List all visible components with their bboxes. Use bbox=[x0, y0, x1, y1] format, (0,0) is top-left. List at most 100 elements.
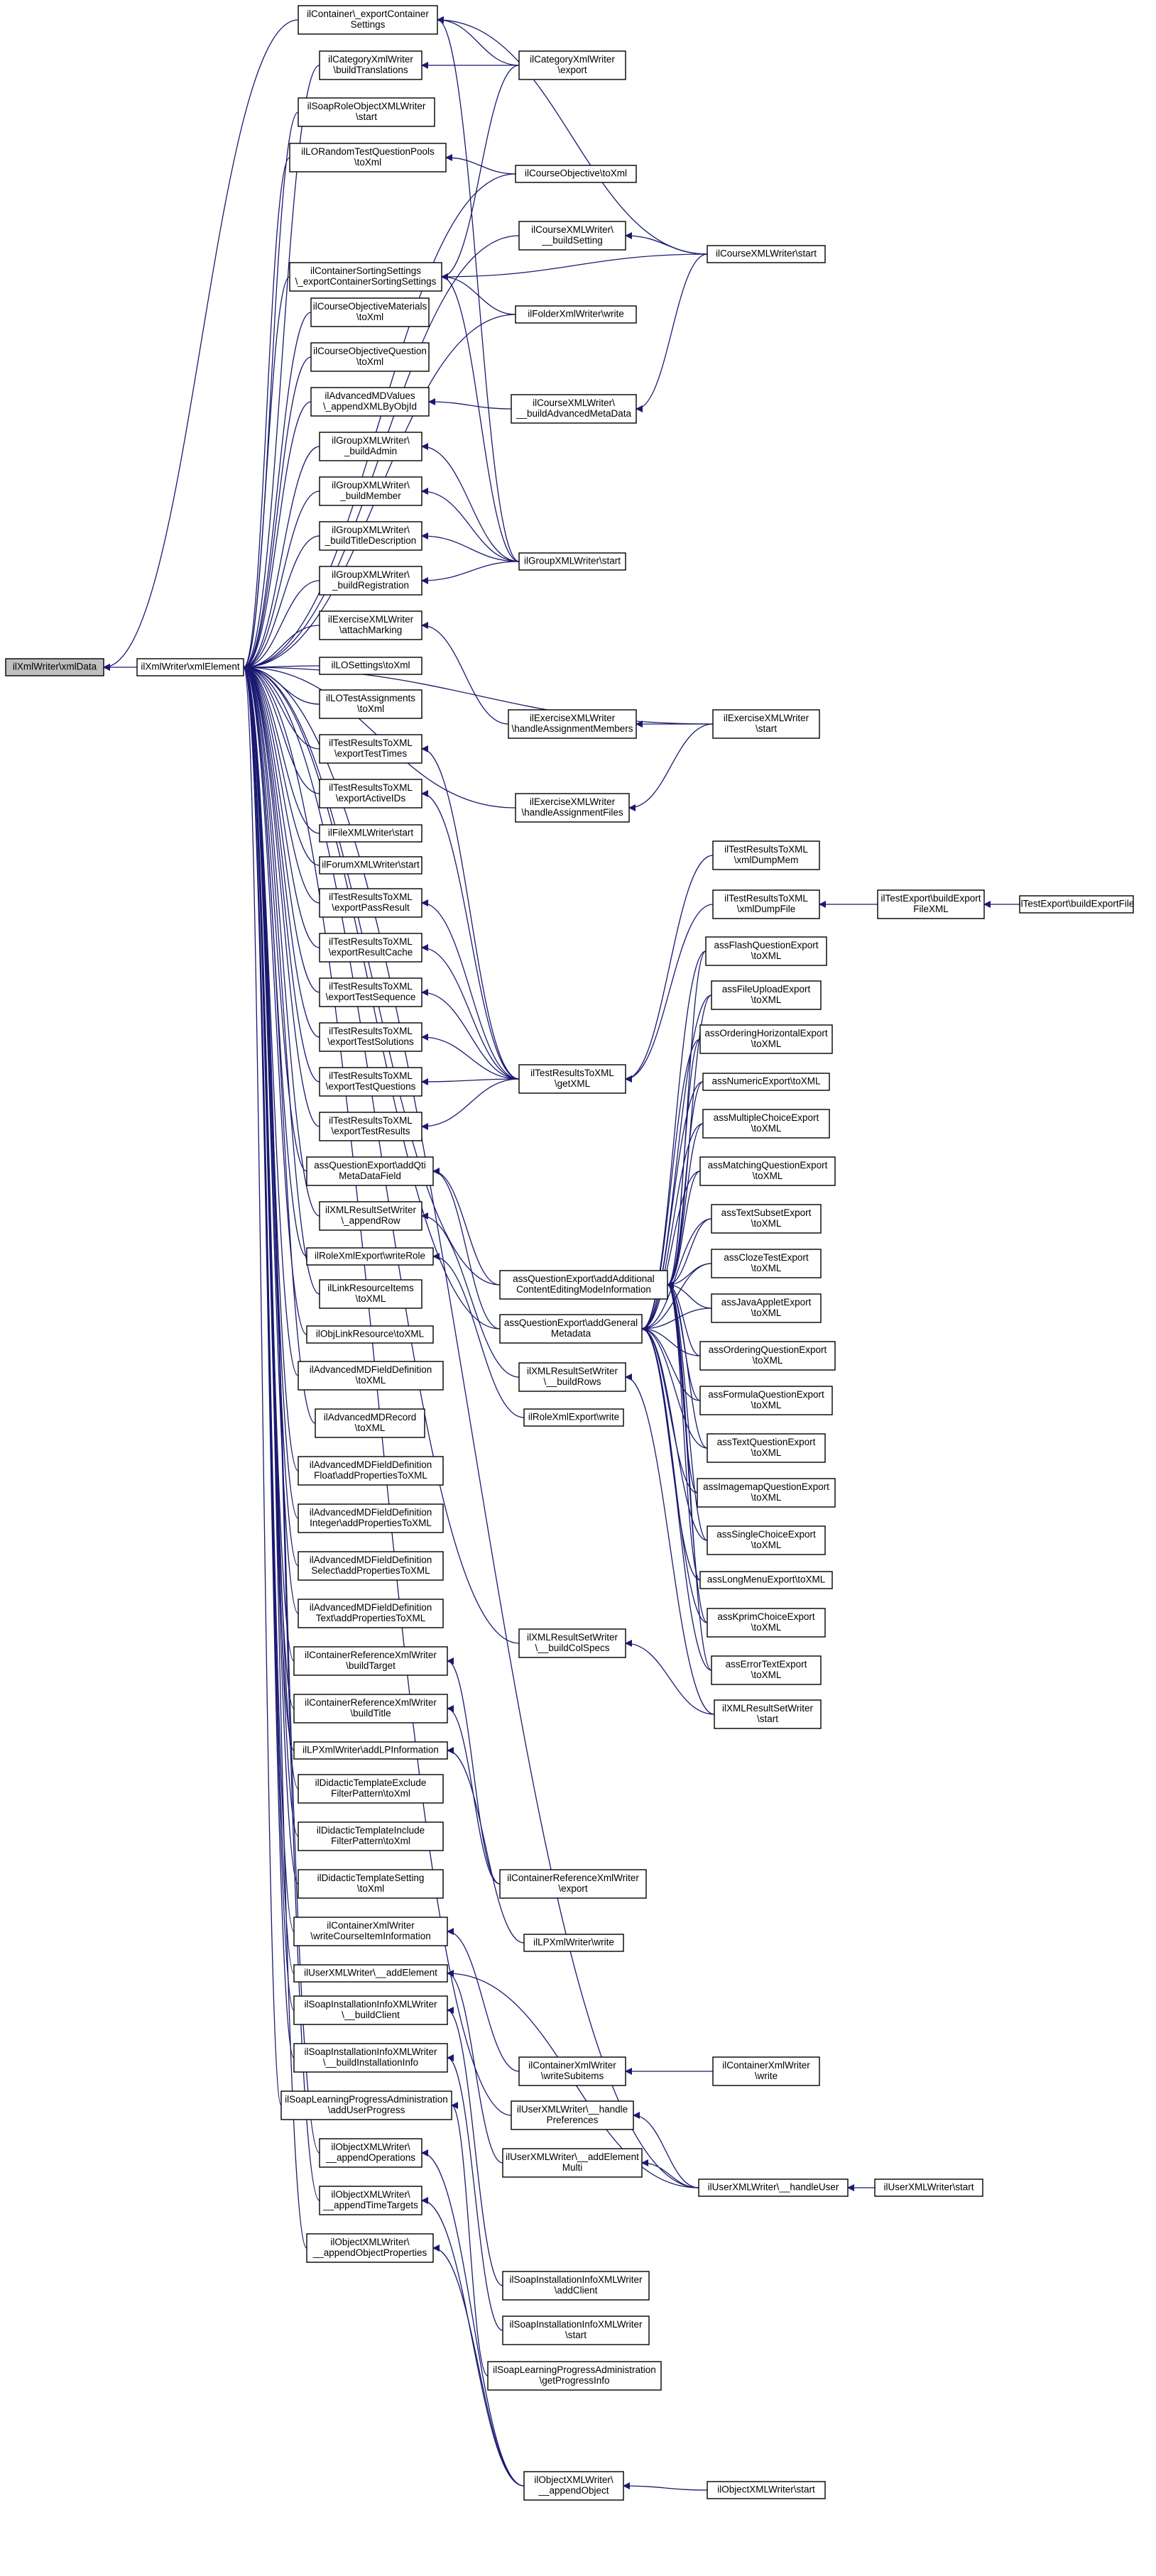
node-ilcategoryxmlwriter-export[interactable]: ilCategoryXmlWriter\export bbox=[518, 50, 626, 80]
node-ildidactictemplateexcludefilterpattern-toxml[interactable]: ilDidacticTemplateExcludeFilterPattern\t… bbox=[298, 1774, 444, 1804]
node-iltestresultstoxml-xmldumpfile[interactable]: ilTestResultsToXML\xmlDumpFile bbox=[712, 889, 820, 919]
node-ilfilexmlwriter-start[interactable]: ilFileXMLWriter\start bbox=[319, 824, 422, 843]
node-ilsoaplearningprogressadministration-adduserprogress[interactable]: ilSoapLearningProgressAdministration\add… bbox=[280, 2090, 452, 2120]
node-assmultiplechoiceexport-toxml[interactable]: assMultipleChoiceExport\toXML bbox=[702, 1109, 830, 1139]
node-illosettings-toxml[interactable]: ilLOSettings\toXml bbox=[319, 657, 422, 675]
node-assjavaappletexport-toxml[interactable]: assJavaAppletExport\toXML bbox=[711, 1293, 822, 1323]
node-assclozetestexport-toxml[interactable]: assClozeTestExport\toXML bbox=[711, 1249, 822, 1278]
node-ilgroupxmlwriter-buildmember[interactable]: ilGroupXMLWriter\_buildMember bbox=[319, 476, 422, 506]
node-ilgroupxmlwriter-buildtitledescription[interactable]: ilGroupXMLWriter\_buildTitleDescription bbox=[319, 521, 422, 551]
node-iladvancedmdfielddefinitiontext-addpropertiestoxml[interactable]: ilAdvancedMDFieldDefinitionText\addPrope… bbox=[298, 1599, 444, 1628]
node-ilcoursexmlwriter-start[interactable]: ilCourseXMLWriter\start bbox=[707, 245, 826, 263]
node-iladvancedmdvalues-appendxmlbyobjid[interactable]: ilAdvancedMDValues\_appendXMLByObjId bbox=[310, 387, 430, 417]
node-ilsoaplearningprogressadministration-getprogressinfo[interactable]: ilSoapLearningProgressAdministration\get… bbox=[487, 2361, 662, 2391]
node-iltestresultstoxml-exportpassresult[interactable]: ilTestResultsToXML\exportPassResult bbox=[319, 888, 422, 918]
node-ilexercisexmlwriter-handleassignmentfiles[interactable]: ilExerciseXMLWriter\handleAssignmentFile… bbox=[515, 793, 630, 823]
node-ilxmlresultsetwriter-buildcolspecs[interactable]: ilXMLResultSetWriter\__buildColSpecs bbox=[518, 1628, 626, 1658]
node-ilxmlresultsetwriter-buildrows[interactable]: ilXMLResultSetWriter\__buildRows bbox=[518, 1362, 626, 1392]
node-iladvancedmdfielddefinition-toxml[interactable]: ilAdvancedMDFieldDefinition\toXML bbox=[298, 1361, 444, 1391]
node-ilxmlresultsetwriter-start[interactable]: ilXMLResultSetWriter\start bbox=[714, 1699, 822, 1729]
node-ilcontainerreferencexmlwriter-buildtitle[interactable]: ilContainerReferenceXmlWriter\buildTitle bbox=[293, 1694, 448, 1723]
node-asslongmenuexport-toxml[interactable]: assLongMenuExport\toXML bbox=[699, 1571, 833, 1589]
node-iltestexport-buildexportfile[interactable]: ilTestExport\buildExportFile bbox=[1019, 895, 1135, 914]
node-ilfolderxmlwriter-write[interactable]: ilFolderXmlWriter\write bbox=[515, 305, 637, 324]
node-assorderinghorizontalexport-toxml[interactable]: assOrderingHorizontalExport\toXML bbox=[699, 1024, 833, 1054]
node-ilexercisexmlwriter-handleassignmentmembers[interactable]: ilExerciseXMLWriter\handleAssignmentMemb… bbox=[508, 709, 637, 739]
node-iltestresultstoxml-getxml[interactable]: ilTestResultsToXML\getXML bbox=[518, 1064, 626, 1094]
node-illinkresourceitems-toxml[interactable]: ilLinkResourceItems\toXML bbox=[319, 1279, 422, 1309]
node-ilrolexmlexport-writerole[interactable]: ilRoleXmlExport\writeRole bbox=[306, 1247, 434, 1266]
node-ilsoaproleobjectxmlwriter-start[interactable]: ilSoapRoleObjectXMLWriter\start bbox=[298, 97, 435, 127]
node-ilgroupxmlwriter-buildadmin[interactable]: ilGroupXMLWriter\_buildAdmin bbox=[319, 432, 422, 461]
node-ilobjectxmlwriter-appendobject[interactable]: ilObjectXMLWriter\__appendObject bbox=[523, 2471, 624, 2501]
node-ilforumxmlwriter-start[interactable]: ilForumXMLWriter\start bbox=[319, 856, 422, 875]
node-ilsoapinstallationinfoxmlwriter-buildinstallationinfo[interactable]: ilSoapInstallationInfoXMLWriter\__buildI… bbox=[293, 2043, 448, 2073]
node-iltestresultstoxml-exportactiveids[interactable]: ilTestResultsToXML\exportActiveIDs bbox=[319, 779, 422, 809]
node-illorandomtestquestionpools-toxml[interactable]: ilLORandomTestQuestionPools\toXml bbox=[289, 143, 447, 172]
node-illpxmlwriter-write[interactable]: ilLPXmlWriter\write bbox=[523, 1934, 624, 1952]
node-assflashquestionexport-toxml[interactable]: assFlashQuestionExport\toXML bbox=[705, 936, 827, 966]
node-ilxmlresultsetwriter-appendrow[interactable]: ilXMLResultSetWriter\_appendRow bbox=[319, 1201, 422, 1231]
node-ilxmlwriter-xmldata[interactable]: ilXmlWriter\xmlData bbox=[5, 658, 104, 676]
node-asserrortextexport-toxml[interactable]: assErrorTextExport\toXML bbox=[711, 1655, 822, 1685]
node-ilsoapinstallationinfoxmlwriter-addclient[interactable]: ilSoapInstallationInfoXMLWriter\addClien… bbox=[502, 2271, 650, 2301]
node-ilcontainerreferencexmlwriter-export[interactable]: ilContainerReferenceXmlWriter\export bbox=[499, 1869, 647, 1899]
node-iltestresultstoxml-exporttesttimes[interactable]: ilTestResultsToXML\exportTestTimes bbox=[319, 734, 422, 764]
node-ilgroupxmlwriter-start[interactable]: ilGroupXMLWriter\start bbox=[518, 552, 626, 571]
node-ilexercisexmlwriter-attachmarking[interactable]: ilExerciseXMLWriter\attachMarking bbox=[319, 610, 422, 640]
node-ilcourseobjectivematerials-toxml[interactable]: ilCourseObjectiveMaterials\toXml bbox=[310, 297, 430, 327]
node-ilcourseobjectivequestion-toxml[interactable]: ilCourseObjectiveQuestion\toXml bbox=[310, 342, 430, 372]
node-ilcategoryxmlwriter-buildtranslations[interactable]: ilCategoryXmlWriter\buildTranslations bbox=[319, 50, 422, 80]
node-ilgroupxmlwriter-buildregistration[interactable]: ilGroupXMLWriter\_buildRegistration bbox=[319, 566, 422, 596]
node-ilcontainersortingsettings-exportcontainersortingsettings[interactable]: ilContainerSortingSettings\_exportContai… bbox=[289, 262, 442, 292]
node-iltestresultstoxml-exportresultcache[interactable]: ilTestResultsToXML\exportResultCache bbox=[319, 933, 422, 963]
node-ilobjectxmlwriter-appendobjectproperties[interactable]: ilObjectXMLWriter\__appendObjectProperti… bbox=[306, 2233, 434, 2263]
node-assquestionexport-addadditionalcontenteditingmodeinformation[interactable]: assQuestionExport\addAdditionalContentEd… bbox=[499, 1270, 668, 1300]
node-ildidactictemplatesetting-toxml[interactable]: ilDidacticTemplateSetting\toXml bbox=[298, 1869, 444, 1899]
node-iladvancedmdrecord-toxml[interactable]: ilAdvancedMDRecord\toXML bbox=[315, 1408, 425, 1438]
node-assnumericexport-toxml[interactable]: assNumericExport\toXML bbox=[702, 1073, 830, 1091]
node-ilsoapinstallationinfoxmlwriter-buildclient[interactable]: ilSoapInstallationInfoXMLWriter\__buildC… bbox=[293, 1995, 448, 2025]
node-asssinglechoiceexport-toxml[interactable]: assSingleChoiceExport\toXML bbox=[707, 1525, 826, 1555]
node-iltestresultstoxml-xmldumpmem[interactable]: ilTestResultsToXML\xmlDumpMem bbox=[712, 840, 820, 870]
node-ilsoapinstallationinfoxmlwriter-start[interactable]: ilSoapInstallationInfoXMLWriter\start bbox=[502, 2315, 650, 2345]
node-iltestresultstoxml-exporttestsolutions[interactable]: ilTestResultsToXML\exportTestSolutions bbox=[319, 1022, 422, 1052]
node-iluserxmlwriter-handleuser[interactable]: ilUserXMLWriter\__handleUser bbox=[698, 2178, 849, 2197]
node-ilcontainerxmlwriter-write[interactable]: ilContainerXmlWriter\write bbox=[712, 2056, 820, 2086]
node-iladvancedmdfielddefinitionfloat-addpropertiestoxml[interactable]: ilAdvancedMDFieldDefinitionFloat\addProp… bbox=[298, 1456, 444, 1486]
node-iluserxmlwriter-addelement[interactable]: ilUserXMLWriter\__addElement bbox=[293, 1964, 448, 1983]
node-illpxmlwriter-addlpinformation[interactable]: ilLPXmlWriter\addLPInformation bbox=[293, 1741, 448, 1760]
node-assorderingquestionexport-toxml[interactable]: assOrderingQuestionExport\toXML bbox=[699, 1341, 836, 1371]
node-ilobjectxmlwriter-appendtimetargets[interactable]: ilObjectXMLWriter\__appendTimeTargets bbox=[319, 2186, 422, 2215]
node-ilcontainerreferencexmlwriter-buildtarget[interactable]: ilContainerReferenceXmlWriter\buildTarge… bbox=[293, 1646, 448, 1676]
node-assformulaquestionexport-toxml[interactable]: assFormulaQuestionExport\toXML bbox=[699, 1386, 833, 1415]
node-ilobjectxmlwriter-appendoperations[interactable]: ilObjectXMLWriter\__appendOperations bbox=[319, 2138, 422, 2168]
node-ilexercisexmlwriter-start[interactable]: ilExerciseXMLWriter\start bbox=[712, 709, 820, 739]
node-iltestresultstoxml-exporttestresults[interactable]: ilTestResultsToXML\exportTestResults bbox=[319, 1112, 422, 1141]
node-assfileuploadexport-toxml[interactable]: assFileUploadExport\toXML bbox=[711, 980, 822, 1010]
node-ilobjlinkresource-toxml[interactable]: ilObjLinkResource\toXML bbox=[306, 1325, 434, 1344]
node-ilxmlwriter-xmlelement[interactable]: ilXmlWriter\xmlElement bbox=[136, 658, 244, 676]
node-illotestassignments-toxml[interactable]: ilLOTestAssignments\toXml bbox=[319, 689, 422, 719]
node-iltestresultstoxml-exporttestsequence[interactable]: ilTestResultsToXML\exportTestSequence bbox=[319, 977, 422, 1007]
node-assmatchingquestionexport-toxml[interactable]: assMatchingQuestionExport\toXML bbox=[699, 1156, 836, 1186]
node-ildidactictemplateincludefilterpattern-toxml[interactable]: ilDidacticTemplateIncludeFilterPattern\t… bbox=[298, 1821, 444, 1851]
node-asskprimchoiceexport-toxml[interactable]: assKprimChoiceExport\toXML bbox=[707, 1608, 826, 1638]
node-ilcontainerxmlwriter-writecourseiteminformation[interactable]: ilContainerXmlWriter\writeCourseItemInfo… bbox=[293, 1917, 448, 1946]
node-iluserxmlwriter-start[interactable]: ilUserXMLWriter\start bbox=[874, 2178, 983, 2197]
node-ilobjectxmlwriter-start[interactable]: ilObjectXMLWriter\start bbox=[707, 2481, 826, 2499]
node-asstextsubsetexport-toxml[interactable]: assTextSubsetExport\toXML bbox=[711, 1204, 822, 1234]
node-iltestresultstoxml-exporttestquestions[interactable]: ilTestResultsToXML\exportTestQuestions bbox=[319, 1067, 422, 1097]
node-assimagemapquestionexport-toxml[interactable]: assImagemapQuestionExport\toXML bbox=[697, 1478, 836, 1508]
node-ilcoursexmlwriter-buildadvancedmetadata[interactable]: ilCourseXMLWriter\__buildAdvancedMetaDat… bbox=[511, 394, 637, 424]
node-asstextquestionexport-toxml[interactable]: assTextQuestionExport\toXML bbox=[707, 1433, 826, 1463]
node-iladvancedmdfielddefinitionselect-addpropertiestoxml[interactable]: ilAdvancedMDFieldDefinitionSelect\addPro… bbox=[298, 1551, 444, 1581]
node-ilcourseobjective-toxml[interactable]: ilCourseObjective\toXml bbox=[515, 165, 637, 183]
node-ilcontainerxmlwriter-writesubitems[interactable]: ilContainerXmlWriter\writeSubitems bbox=[518, 2056, 626, 2086]
